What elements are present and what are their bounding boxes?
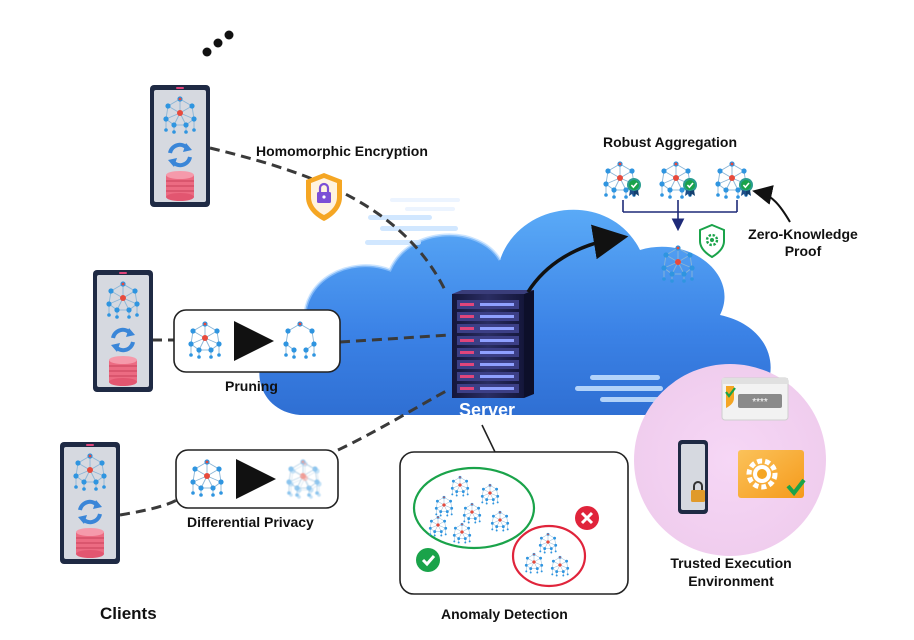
clients-label: Clients: [100, 604, 157, 623]
client-connections: [119, 146, 451, 517]
tee-label: Trusted Execution Environment: [660, 554, 802, 590]
zkp-arrow: [752, 185, 791, 223]
client-phone-bottom: [60, 442, 120, 564]
client-phone-middle: [93, 270, 153, 392]
more-clients-ellipsis: [202, 30, 234, 57]
differential-privacy-label: Differential Privacy: [187, 514, 314, 530]
anomaly-detection-label: Anomaly Detection: [441, 606, 568, 622]
zkp-line-2: Proof: [784, 243, 822, 259]
client-phone-top: [150, 85, 210, 207]
zero-knowledge-proof-label: Zero-Knowledge Proof: [746, 226, 860, 260]
connection-middle-right: [339, 333, 451, 344]
tee-line-1: Trusted Execution: [670, 555, 792, 571]
pruning-label: Pruning: [225, 378, 278, 394]
server-label: Server: [459, 400, 516, 420]
anomalous-cluster: [511, 524, 587, 588]
check-icon: [416, 548, 440, 572]
homomorphic-encryption-label: Homomorphic Encryption: [256, 143, 428, 159]
zkp-line-1: Zero-Knowledge: [748, 226, 858, 242]
server-rack-icon: [452, 290, 534, 398]
svg-text:****: ****: [752, 397, 768, 408]
homomorphic-shield-icon: [306, 173, 342, 221]
tee-group: ****: [634, 364, 826, 556]
tee-line-2: Environment: [688, 573, 774, 589]
anomaly-detection-box: [399, 424, 629, 595]
secure-phone-icon: [678, 440, 708, 514]
pruned-network-icon: [283, 321, 317, 359]
gear-settings-icon: [738, 450, 806, 498]
connection-bottom-left: [119, 496, 181, 517]
robust-aggregation-group: [602, 160, 791, 284]
cross-icon: [575, 506, 599, 530]
gear-shield-icon: [699, 223, 725, 259]
server-to-aggregation-arrow: [526, 224, 629, 293]
normal-cluster: [412, 466, 536, 550]
pruning-box: [173, 309, 341, 373]
password-window-icon: ****: [721, 377, 789, 421]
connection-top: [209, 146, 447, 291]
differential-privacy-box: [175, 449, 339, 509]
connection-bottom-right: [337, 388, 449, 452]
robust-aggregation-label: Robust Aggregation: [603, 134, 738, 150]
